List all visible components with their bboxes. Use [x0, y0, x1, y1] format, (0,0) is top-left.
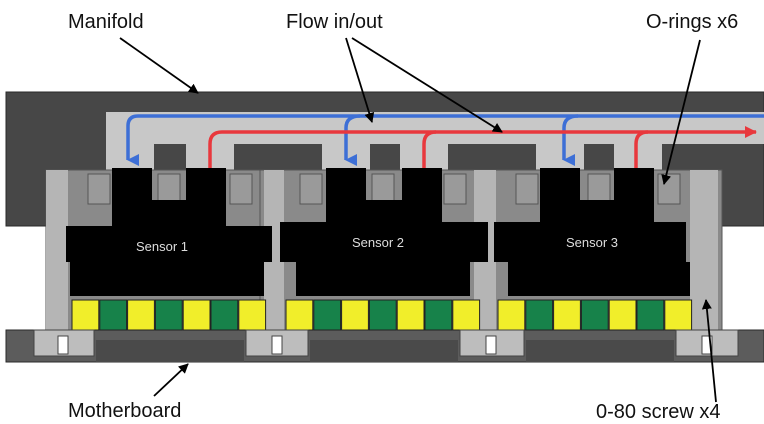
contact-pad — [238, 299, 267, 331]
flow-leader-2 — [351, 37, 503, 133]
contact-pad — [341, 299, 369, 331]
contact-pad — [182, 299, 211, 331]
mount-slots — [46, 170, 718, 330]
flow-in-line — [126, 114, 764, 166]
flow-in-branch — [562, 114, 579, 166]
motherboard-inset — [310, 340, 458, 362]
callout-arrows — [119, 37, 717, 403]
manifold-label: Manifold — [68, 11, 144, 33]
flow-in-branch — [344, 114, 361, 166]
contact-pad — [424, 299, 453, 331]
screw-1 — [33, 329, 95, 357]
orings-leader — [661, 39, 701, 185]
screw-2 — [245, 329, 309, 357]
screw-label: 0-80 screw x4 — [596, 401, 721, 423]
contact-pad — [154, 299, 183, 331]
o-rings — [87, 173, 681, 205]
contact-pad — [285, 299, 314, 331]
sensor-1-body — [66, 168, 272, 296]
motherboard-leader — [153, 363, 189, 397]
contact-pad — [396, 299, 425, 331]
contact-pads — [71, 299, 693, 331]
screw-4 — [675, 329, 739, 357]
contact-pad — [71, 299, 100, 331]
flow-leader-1 — [345, 37, 375, 123]
flow-out-line — [208, 126, 757, 168]
motherboard-inset — [96, 340, 244, 362]
contact-pad — [368, 299, 397, 331]
contact-pad — [99, 299, 128, 331]
sensor-2-label: Sensor 2 — [352, 235, 404, 250]
motherboard-inset — [526, 340, 674, 362]
flow-label: Flow in/out — [286, 11, 383, 33]
contact-pad — [127, 299, 155, 331]
contact-pad — [497, 299, 526, 331]
contact-pad — [664, 299, 693, 331]
sensor-3-body — [494, 168, 690, 296]
contact-pad — [553, 299, 581, 331]
contact-pad — [525, 299, 554, 331]
flow-out-branch — [634, 130, 649, 168]
screw-3 — [459, 329, 525, 357]
motherboard-label: Motherboard — [68, 400, 181, 422]
sensor-3-label: Sensor 3 — [566, 235, 618, 250]
contact-pad — [313, 299, 342, 331]
contact-pad — [608, 299, 637, 331]
flow-lines — [126, 114, 764, 168]
contact-pad — [636, 299, 665, 331]
contact-pad — [580, 299, 609, 331]
sensor-bodies — [66, 168, 690, 296]
sensor-2-body — [280, 168, 488, 296]
manifold-leader — [119, 37, 199, 94]
flow-out-branch — [422, 130, 437, 168]
contact-pad — [452, 299, 481, 331]
sensor-1-label: Sensor 1 — [136, 239, 188, 254]
orings-label: O-rings x6 — [646, 11, 738, 33]
screw-leader — [701, 299, 717, 403]
contact-pad — [210, 299, 239, 331]
screws — [33, 329, 739, 357]
